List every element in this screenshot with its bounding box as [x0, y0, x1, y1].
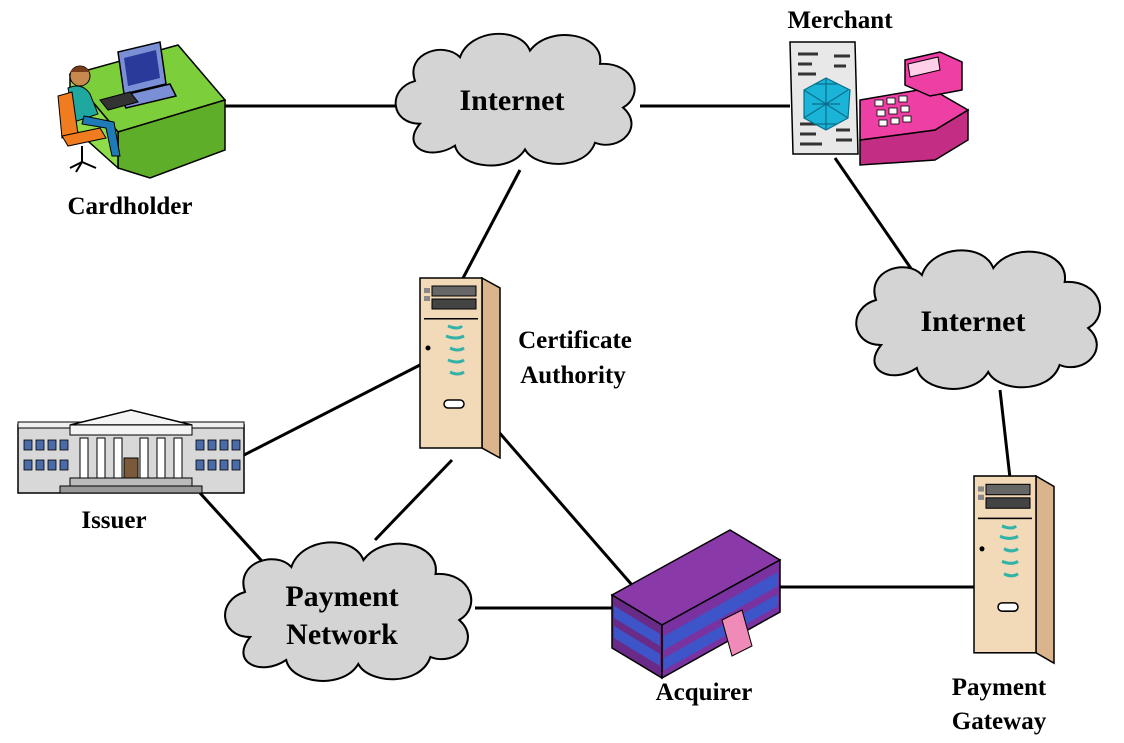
link-merchant-internet: [833, 157, 914, 271]
cloud-label-internet-right: Internet: [921, 305, 1026, 338]
server-icon: [418, 276, 502, 460]
cardholder-label: Cardholder: [68, 193, 193, 220]
cloud-label-internet-top: Internet: [460, 84, 565, 117]
link-internet-gateway: [998, 389, 1012, 479]
connection-lines: [198, 104, 1012, 610]
gateway-label-line2: Gateway: [952, 708, 1047, 735]
acquirer-node: Acquirer: [610, 529, 782, 706]
ca-label-line1: Certificate: [518, 327, 632, 354]
link-ca-issuer: [243, 363, 421, 457]
cloud-label-payment-line2: Network: [286, 618, 398, 651]
cloud-label-payment-line1: Payment: [285, 580, 398, 613]
payment-gateway-node: Payment Gateway: [952, 474, 1056, 735]
merchant-label: Merchant: [787, 7, 893, 34]
ca-label-line2: Authority: [520, 362, 626, 389]
certificate-authority-node: Certificate Authority: [418, 276, 632, 460]
link-issuer-paymentnet: [198, 491, 272, 572]
merchant-node: Merchant: [787, 7, 970, 166]
office-building-icon: [610, 529, 782, 680]
web-document-icon: [789, 41, 859, 155]
gateway-label-line1: Payment: [952, 674, 1047, 701]
bank-building-icon: [17, 409, 245, 494]
issuer-node: Issuer: [17, 409, 245, 534]
server-icon: [972, 474, 1056, 665]
link-internet-ca: [460, 169, 522, 281]
workstation-icon: [57, 41, 227, 179]
cloud-payment-network: Payment Network: [224, 541, 473, 682]
issuer-label: Issuer: [81, 507, 146, 534]
cloud-internet-top: Internet: [394, 32, 636, 167]
cloud-internet-right: Internet: [855, 249, 1102, 390]
cardholder-node: Cardholder: [57, 41, 227, 220]
link-ca-paymentnet: [373, 458, 454, 542]
acquirer-label: Acquirer: [656, 679, 753, 706]
cash-register-icon: [859, 51, 970, 166]
link-ca-acquirer: [495, 429, 634, 586]
